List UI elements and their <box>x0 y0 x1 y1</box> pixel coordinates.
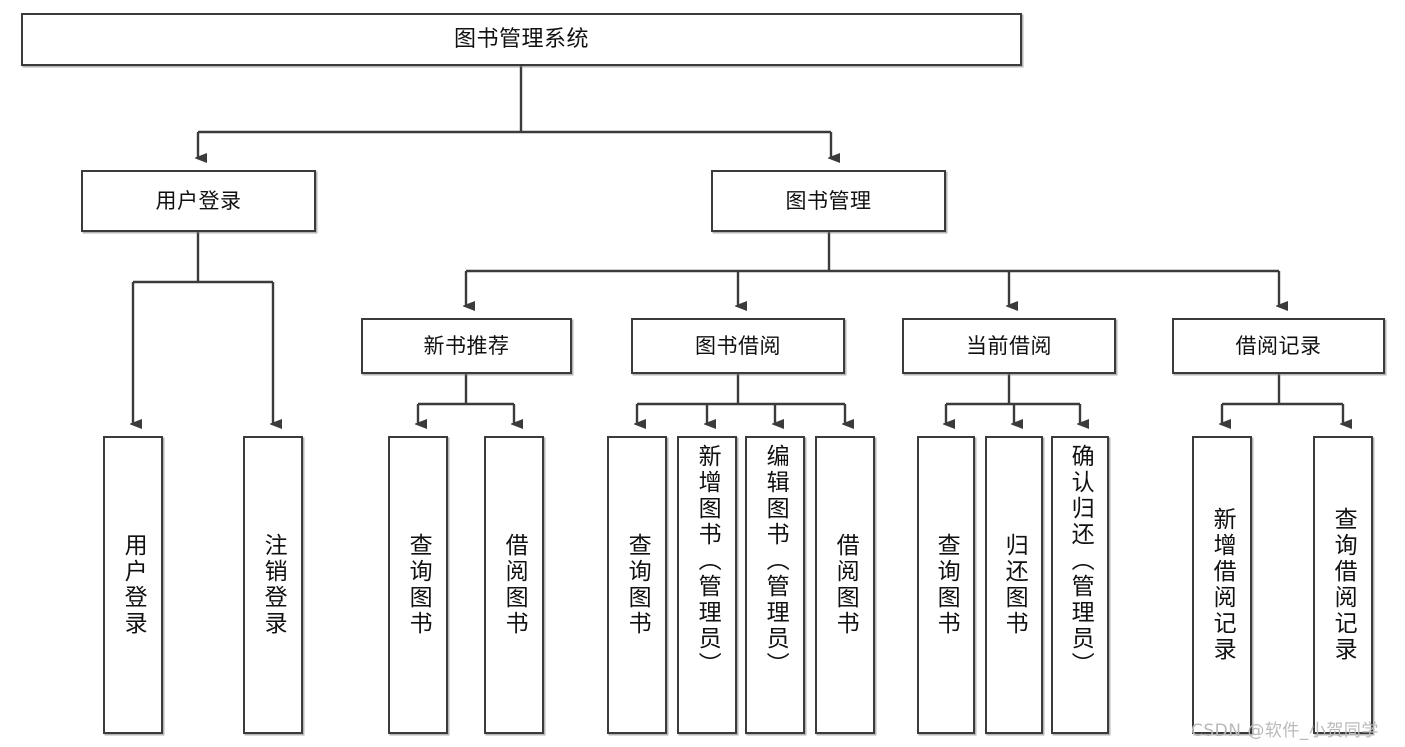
leaf-edit-book-admin-label: 编辑图书（管理员） <box>762 444 789 678</box>
leaf-logout[interactable]: 注销登录 <box>243 436 303 734</box>
leaf-query-book-current[interactable]: 查询图书 <box>917 436 975 734</box>
node-borrow-record[interactable]: 借阅记录 <box>1172 318 1385 374</box>
leaf-return-book-label: 归还图书 <box>1001 533 1028 637</box>
leaf-user-login-label: 用户登录 <box>120 533 147 637</box>
leaf-query-book-recommend-label: 查询图书 <box>405 533 432 637</box>
node-root[interactable]: 图书管理系统 <box>21 13 1022 66</box>
leaf-query-borrow-record[interactable]: 查询借阅记录 <box>1313 436 1373 734</box>
leaf-borrow-book[interactable]: 借阅图书 <box>815 436 875 734</box>
leaf-edit-book-admin[interactable]: 编辑图书（管理员） <box>745 436 805 734</box>
leaf-query-book-recommend[interactable]: 查询图书 <box>388 436 448 734</box>
leaf-add-borrow-record-label: 新增借阅记录 <box>1209 507 1236 663</box>
watermark: CSDN @软件_小贺同学 <box>1191 721 1379 741</box>
leaf-add-book-admin-label: 新增图书（管理员） <box>694 444 721 678</box>
leaf-borrow-book-label: 借阅图书 <box>832 533 859 637</box>
leaf-borrow-book-recommend[interactable]: 借阅图书 <box>484 436 544 734</box>
node-borrow-record-label: 借阅记录 <box>1235 333 1322 358</box>
node-new-book-recommend[interactable]: 新书推荐 <box>361 318 572 374</box>
leaf-query-borrow-record-label: 查询借阅记录 <box>1330 507 1357 663</box>
node-new-book-recommend-label: 新书推荐 <box>423 333 510 358</box>
node-user-login-label: 用户登录 <box>155 188 242 213</box>
node-root-label: 图书管理系统 <box>453 26 589 52</box>
leaf-add-borrow-record[interactable]: 新增借阅记录 <box>1192 436 1252 734</box>
leaf-return-book[interactable]: 归还图书 <box>985 436 1043 734</box>
leaf-confirm-return-admin-label: 确认归还（管理员） <box>1067 444 1094 678</box>
node-book-management[interactable]: 图书管理 <box>711 170 946 232</box>
leaf-logout-label: 注销登录 <box>260 533 287 637</box>
node-current-borrow[interactable]: 当前借阅 <box>902 318 1116 374</box>
leaf-add-book-admin[interactable]: 新增图书（管理员） <box>677 436 737 734</box>
node-current-borrow-label: 当前借阅 <box>966 333 1052 358</box>
leaf-borrow-book-recommend-label: 借阅图书 <box>501 533 528 637</box>
node-book-management-label: 图书管理 <box>785 188 872 213</box>
node-book-borrow[interactable]: 图书借阅 <box>631 318 845 374</box>
leaf-query-book-borrow-label: 查询图书 <box>624 533 651 637</box>
leaf-confirm-return-admin[interactable]: 确认归还（管理员） <box>1051 436 1109 734</box>
leaf-user-login[interactable]: 用户登录 <box>103 436 163 734</box>
node-book-borrow-label: 图书借阅 <box>695 333 781 358</box>
node-user-login[interactable]: 用户登录 <box>81 170 316 232</box>
leaf-query-book-borrow[interactable]: 查询图书 <box>607 436 667 734</box>
leaf-query-book-current-label: 查询图书 <box>933 533 960 637</box>
